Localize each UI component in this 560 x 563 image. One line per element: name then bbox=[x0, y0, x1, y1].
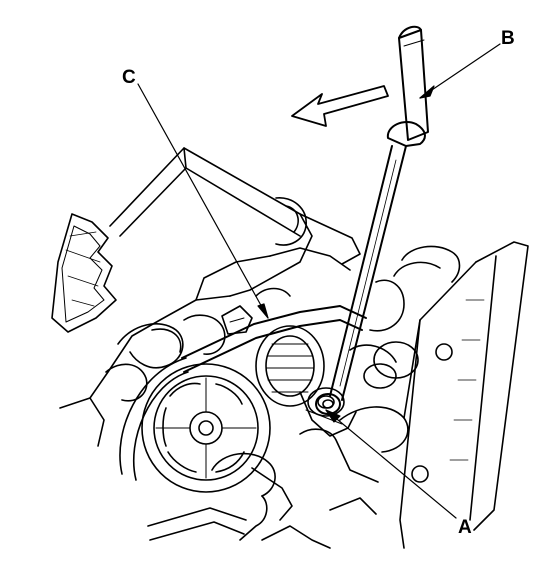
callout-label-a: A bbox=[458, 517, 472, 538]
callout-label-b: B bbox=[501, 28, 515, 49]
hoses-left bbox=[106, 289, 290, 401]
engine-block-right bbox=[340, 242, 528, 548]
rotation-direction-arrow-icon bbox=[292, 86, 388, 126]
callout-label-c: C bbox=[122, 67, 136, 88]
engine-block-left bbox=[52, 148, 360, 446]
upper-hose bbox=[276, 198, 306, 245]
lower-components bbox=[148, 429, 378, 548]
crank-pulley bbox=[142, 364, 270, 492]
callout-leaders bbox=[138, 44, 500, 518]
breaker-bar-tool bbox=[316, 27, 428, 414]
idler-pulley bbox=[256, 326, 324, 406]
